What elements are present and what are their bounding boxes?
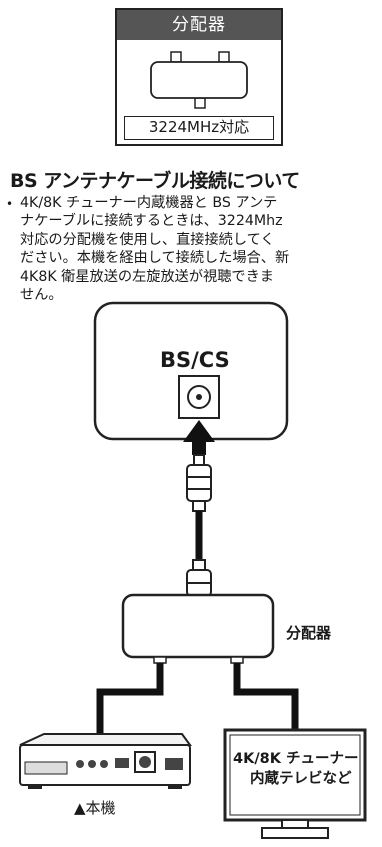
product-header: 分配器 [117,10,281,40]
f-connector-top [186,464,212,502]
antenna-socket-ring [187,385,211,409]
f-connector-bottom [186,569,212,597]
body-line: ナケーブルに接続するときは、3224Mhz [20,213,283,230]
splitter-box [121,593,275,659]
up-arrow-icon [183,420,215,455]
tv-label-line1: 4K/8K チューナー [233,751,359,767]
recorder-unit-label: ▲本機 [74,799,116,817]
body-line: ださい。本機を経由して接続した場合、新 [20,250,290,267]
body-line: 対応の分配機を使用し、直接接続してく [20,231,275,248]
splitter-product-box: 分配器 3224MHz対応 [115,8,283,146]
antenna-socket [178,375,220,419]
antenna-socket-pin [196,394,202,400]
body-line: 4K8K 衛星放送の左旋放送が視聴できま [20,268,274,285]
body-paragraph: 4K/8K チューナー内蔵機器と BS アンテ ナケーブルに接続するときは、32… [20,194,378,304]
body-line: せん。 [20,287,63,304]
wall-outlet-label: BS/CS [160,348,230,372]
tv-stand [281,819,309,829]
recorder-unit-top [19,733,192,746]
connector-pin-top [193,454,205,466]
tv-label-line2: 内蔵テレビなど [250,771,352,787]
cable-to-recorder [96,663,164,735]
splitter-product-icon [150,51,248,109]
product-spec-label: 3224MHz対応 [124,116,274,140]
bullet-mark: • [6,197,14,211]
recorder-unit [19,744,191,786]
body-line: 4K/8K チューナー内蔵機器と BS アンテ [20,195,278,211]
cable-to-tv [233,663,299,730]
section-title: BS アンテナケーブル接続について [10,170,300,192]
splitter-label: 分配器 [286,624,332,642]
